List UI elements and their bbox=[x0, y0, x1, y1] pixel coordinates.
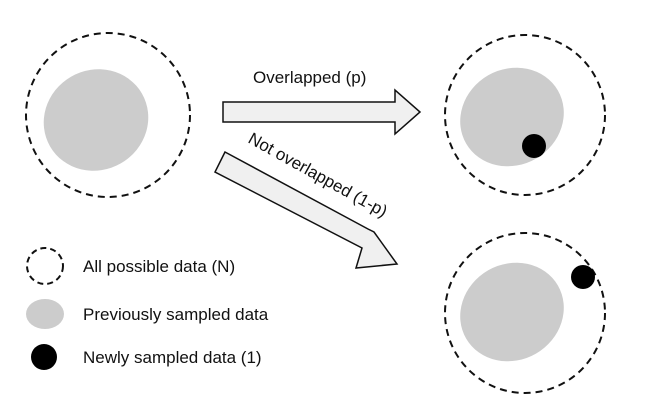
overlapped-arrow bbox=[222, 88, 422, 136]
all-possible-data-circle bbox=[25, 32, 191, 198]
previously-sampled-region bbox=[43, 69, 149, 171]
not-overlapped-state bbox=[444, 232, 606, 394]
all-possible-data-legend-icon bbox=[26, 247, 64, 285]
initial-state bbox=[25, 32, 191, 198]
overlapped-arrow-label: Overlapped (p) bbox=[253, 68, 366, 87]
newly-sampled-point bbox=[571, 265, 595, 289]
legend: All possible data (N) Previously sampled… bbox=[26, 247, 269, 370]
all-possible-data-circle bbox=[444, 232, 606, 394]
previously-sampled-legend-icon bbox=[26, 299, 64, 329]
newly-sampled-legend-label: Newly sampled data (1) bbox=[83, 348, 262, 367]
overlapped-state bbox=[444, 34, 606, 196]
not-overlapped-arrow bbox=[213, 150, 399, 269]
newly-sampled-legend-icon bbox=[31, 344, 57, 370]
previously-sampled-legend-label: Previously sampled data bbox=[83, 305, 269, 324]
all-possible-data-legend-label: All possible data (N) bbox=[83, 257, 235, 276]
all-possible-data-circle bbox=[444, 34, 606, 196]
previously-sampled-region bbox=[460, 262, 564, 362]
newly-sampled-point bbox=[522, 134, 546, 158]
